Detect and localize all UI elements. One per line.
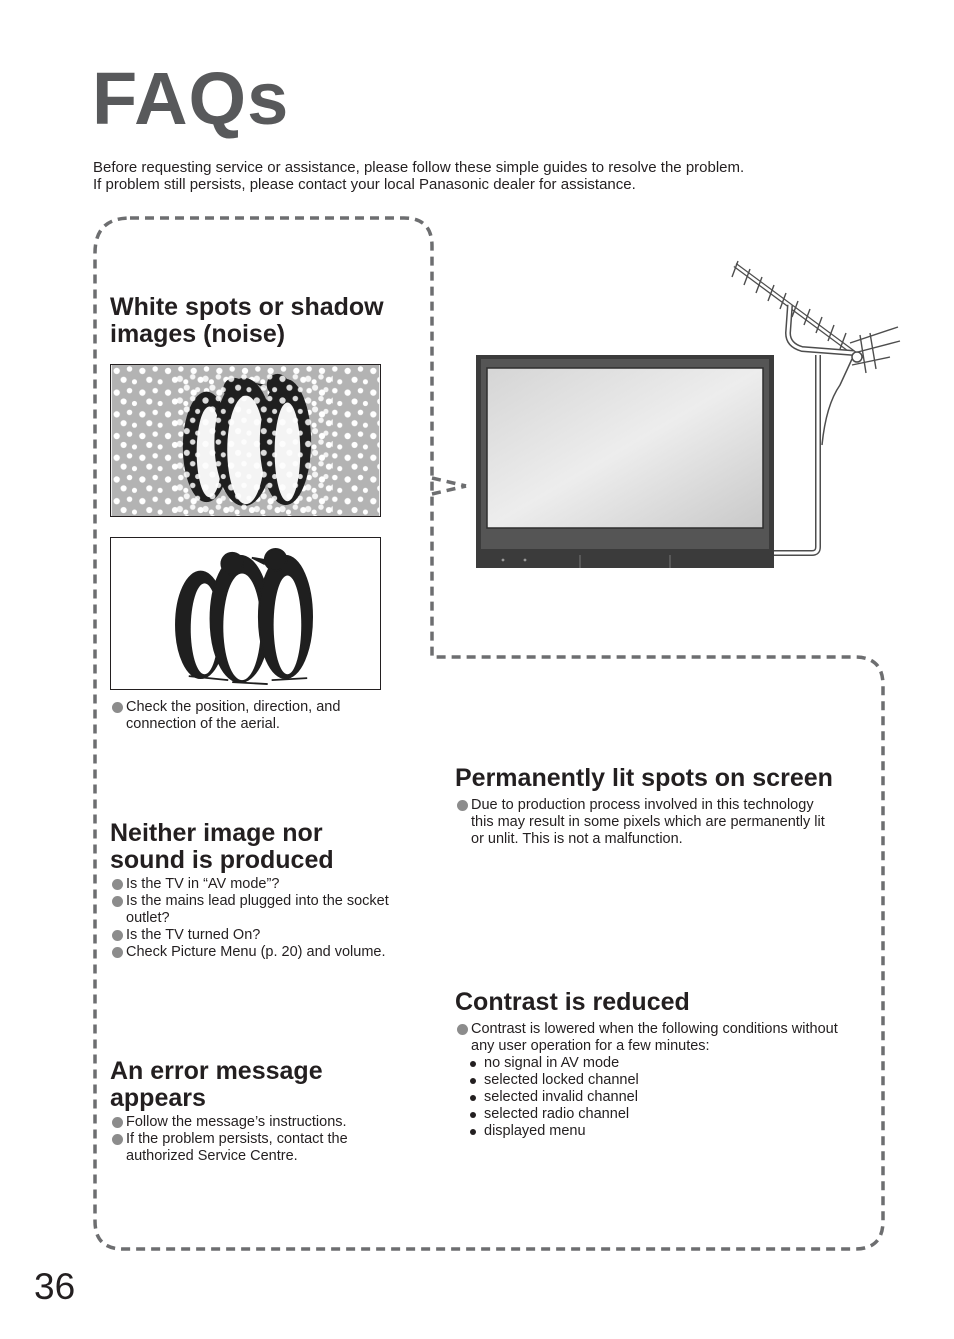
small-bullet-icon: [470, 1095, 476, 1101]
bullet-icon: [112, 896, 123, 907]
list-item: Is the TV in “AV mode”?: [111, 876, 431, 893]
bullet-icon: [112, 930, 123, 941]
sub-list-item: selected locked channel: [456, 1072, 876, 1089]
no-image-sound-items: Is the TV in “AV mode”? Is the mains lea…: [111, 876, 431, 961]
list-item: Is the mains lead plugged into the socke…: [111, 893, 431, 927]
list-item: Contrast is lowered when the following c…: [456, 1021, 876, 1055]
lit-spots-heading: Permanently lit spots on screen: [455, 764, 833, 792]
list-item: Follow the message’s instructions.: [111, 1114, 431, 1131]
noise-heading-line-1: White spots or shadow: [110, 293, 384, 321]
contrast-items: Contrast is lowered when the following c…: [456, 1021, 876, 1140]
sub-list-item: displayed menu: [456, 1123, 876, 1140]
bullet-icon: [112, 702, 123, 713]
noisy-penguins-image: [110, 364, 381, 517]
list-item: Is the TV turned On?: [111, 927, 431, 944]
noise-heading-line-2: images (noise): [110, 320, 286, 348]
error-message-items: Follow the message’s instructions. If th…: [111, 1114, 431, 1165]
sub-list-item: selected radio channel: [456, 1106, 876, 1123]
bullet-icon: [457, 800, 468, 811]
small-bullet-icon: [470, 1129, 476, 1135]
list-item: Check Picture Menu (p. 20) and volume.: [111, 944, 431, 961]
bullet-icon: [112, 879, 123, 890]
intro-line-2: If problem still persists, please contac…: [93, 176, 636, 193]
sub-list-item: no signal in AV mode: [456, 1055, 876, 1072]
small-bullet-icon: [470, 1061, 476, 1067]
lit-spots-items: Due to production process involved in th…: [456, 797, 876, 848]
bullet-icon: [112, 947, 123, 958]
contrast-heading: Contrast is reduced: [455, 988, 690, 1016]
bullet-icon: [457, 1024, 468, 1035]
tv-aerial-illustration: [476, 260, 901, 568]
clear-penguins-image: [110, 537, 381, 690]
list-item: Due to production process involved in th…: [456, 797, 876, 848]
intro-line-1: Before requesting service or assistance,…: [93, 159, 745, 176]
page-title: FAQs: [92, 57, 290, 140]
small-bullet-icon: [470, 1112, 476, 1118]
bullet-icon: [112, 1134, 123, 1145]
small-bullet-icon: [470, 1078, 476, 1084]
bullet-icon: [112, 1117, 123, 1128]
page-number: 36: [34, 1266, 76, 1307]
sub-list-item: selected invalid channel: [456, 1089, 876, 1106]
